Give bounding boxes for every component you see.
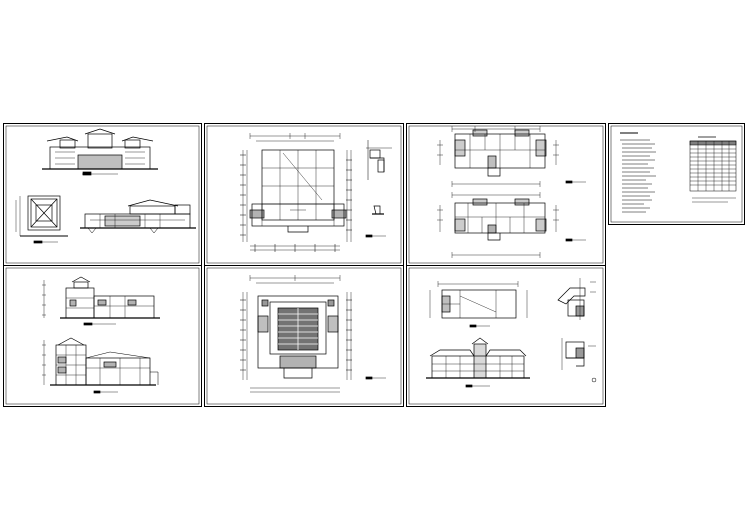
sheet-5-content xyxy=(240,275,386,393)
sheet-inner-borders xyxy=(5,125,743,405)
sheet-7-content xyxy=(620,132,737,213)
sheet-3-frame[interactable] xyxy=(406,123,606,266)
sheet-4-content xyxy=(42,276,160,394)
sheet-5-frame[interactable] xyxy=(204,265,404,407)
floor-plan-drawing-icon xyxy=(240,275,386,393)
sheet-2-frame[interactable] xyxy=(204,123,404,266)
section-drawing-icon xyxy=(42,337,159,394)
sheet-2-content xyxy=(240,133,392,252)
sheet-6-content xyxy=(426,278,597,388)
detail-drawing-icon xyxy=(557,278,596,320)
floor-plan-drawing-icon xyxy=(240,133,386,252)
schedule-table-icon xyxy=(689,136,737,203)
elevation-drawing-icon xyxy=(42,128,158,176)
detail-drawing-icon xyxy=(366,140,392,215)
elevation-drawing-icon xyxy=(426,337,530,388)
sheet-3-content xyxy=(437,126,586,258)
floor-plan-drawing-icon xyxy=(15,195,68,244)
floor-plan-drawing-icon xyxy=(429,281,528,328)
sheet-1-content xyxy=(15,128,196,244)
elevation-drawing-icon xyxy=(80,199,196,234)
floor-plan-drawing-icon xyxy=(437,126,586,187)
sheet-1-frame[interactable] xyxy=(3,123,202,266)
notes-text-icon xyxy=(620,132,656,213)
sheet-frames xyxy=(3,123,745,407)
sheet-4-frame[interactable] xyxy=(3,265,202,407)
sheet-6-frame[interactable] xyxy=(406,265,606,407)
sheet-7-frame[interactable] xyxy=(608,123,745,225)
section-drawing-icon xyxy=(42,276,160,326)
detail-drawing-icon xyxy=(561,338,597,383)
floor-plan-drawing-icon xyxy=(437,192,586,258)
